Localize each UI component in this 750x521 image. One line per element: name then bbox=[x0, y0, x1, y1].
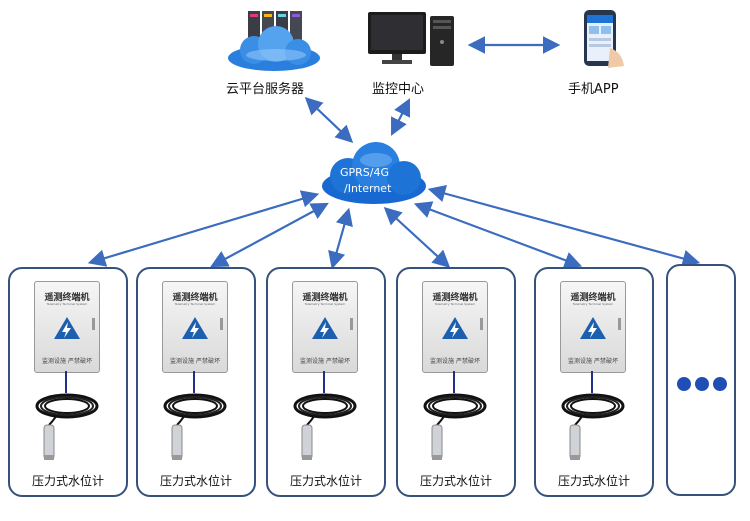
more-units-box bbox=[666, 264, 736, 496]
signal-cable bbox=[65, 371, 67, 393]
cable-coil-icon bbox=[423, 393, 487, 419]
smartphone-icon bbox=[584, 10, 624, 68]
pressure-probe-icon bbox=[171, 415, 186, 460]
pressure-probe-icon bbox=[43, 415, 58, 460]
sensor-label: 压力式水位计 bbox=[159, 474, 232, 488]
mobile-app-node: 手机APP bbox=[560, 8, 650, 98]
terminal-footer: 监测设施 严禁破坏 bbox=[42, 358, 92, 365]
arrow-server-network bbox=[304, 96, 354, 144]
terminal-footer: 监测设施 严禁破坏 bbox=[170, 358, 220, 365]
arrow-network-unit2 bbox=[210, 202, 329, 268]
lightning-warning-icon bbox=[182, 317, 208, 339]
terminal-title: 遥测终端机 bbox=[172, 293, 218, 303]
network-label-line1: GPRS/4G bbox=[340, 166, 390, 179]
signal-cable bbox=[323, 371, 325, 393]
terminal-footer: 监测设施 严禁破坏 bbox=[300, 358, 350, 365]
arrow-network-unit3 bbox=[328, 207, 353, 270]
cable-coil-icon bbox=[293, 393, 357, 419]
server-cloud-icon bbox=[228, 11, 320, 71]
mobile-app-label: 手机APP bbox=[568, 82, 619, 97]
terminal-title: 遥测终端机 bbox=[570, 293, 616, 303]
lightning-warning-icon bbox=[54, 317, 80, 339]
arrow-center-network bbox=[391, 98, 410, 136]
cloud-server-label: 云平台服务器 bbox=[226, 82, 305, 97]
network-cloud-icon bbox=[322, 142, 426, 204]
arrow-network-unit5 bbox=[413, 201, 583, 269]
pressure-probe-icon bbox=[301, 415, 316, 460]
network-cloud: GPRS/4G /Internet bbox=[318, 138, 430, 206]
sensor-label: 压力式水位计 bbox=[419, 474, 492, 488]
terminal-title: 遥测终端机 bbox=[302, 293, 348, 303]
monitor-center-node: 监控中心 bbox=[360, 8, 470, 98]
cable-coil-icon bbox=[163, 393, 227, 419]
sensor-label: 压力式水位计 bbox=[289, 474, 362, 488]
cabinet-handle bbox=[350, 318, 353, 330]
terminal-footer: 监测设施 严禁破坏 bbox=[430, 358, 480, 365]
lightning-warning-icon bbox=[442, 317, 468, 339]
signal-cable bbox=[193, 371, 195, 393]
sensor-label: 压力式水位计 bbox=[557, 474, 630, 488]
terminal-subtitle: Telemetry Terminal System bbox=[46, 302, 88, 306]
signal-cable bbox=[591, 371, 593, 393]
dot bbox=[713, 377, 727, 391]
cabinet-handle bbox=[480, 318, 483, 330]
terminal-subtitle: Telemetry Terminal System bbox=[304, 302, 346, 306]
arrow-network-unit4 bbox=[383, 207, 451, 268]
terminal-subtitle: Telemetry Terminal System bbox=[434, 302, 476, 306]
sensor-label: 压力式水位计 bbox=[31, 474, 104, 488]
dot bbox=[695, 377, 709, 391]
cabinet-handle bbox=[618, 318, 621, 330]
ellipsis-dots bbox=[677, 377, 727, 393]
pressure-probe-icon bbox=[569, 415, 584, 460]
monitor-center-label: 监控中心 bbox=[372, 82, 425, 97]
cable-coil-icon bbox=[561, 393, 625, 419]
signal-cable bbox=[453, 371, 455, 393]
dot bbox=[677, 377, 691, 391]
cloud-server-node: 云平台服务器 bbox=[218, 8, 328, 98]
cable-coil-icon bbox=[35, 393, 99, 419]
network-label-line2: /Internet bbox=[344, 182, 392, 195]
cabinet-handle bbox=[92, 318, 95, 330]
terminal-title: 遥测终端机 bbox=[44, 293, 90, 303]
cabinet-handle bbox=[220, 318, 223, 330]
terminal-title: 遥测终端机 bbox=[432, 293, 478, 303]
lightning-warning-icon bbox=[580, 317, 606, 339]
pressure-probe-icon bbox=[431, 415, 446, 460]
desktop-computer-icon bbox=[368, 12, 454, 66]
terminal-footer: 监测设施 严禁破坏 bbox=[568, 358, 618, 365]
arrow-network-unit6 bbox=[427, 184, 701, 268]
lightning-warning-icon bbox=[312, 317, 338, 339]
terminal-subtitle: Telemetry Terminal System bbox=[174, 302, 216, 306]
terminal-subtitle: Telemetry Terminal System bbox=[572, 302, 614, 306]
